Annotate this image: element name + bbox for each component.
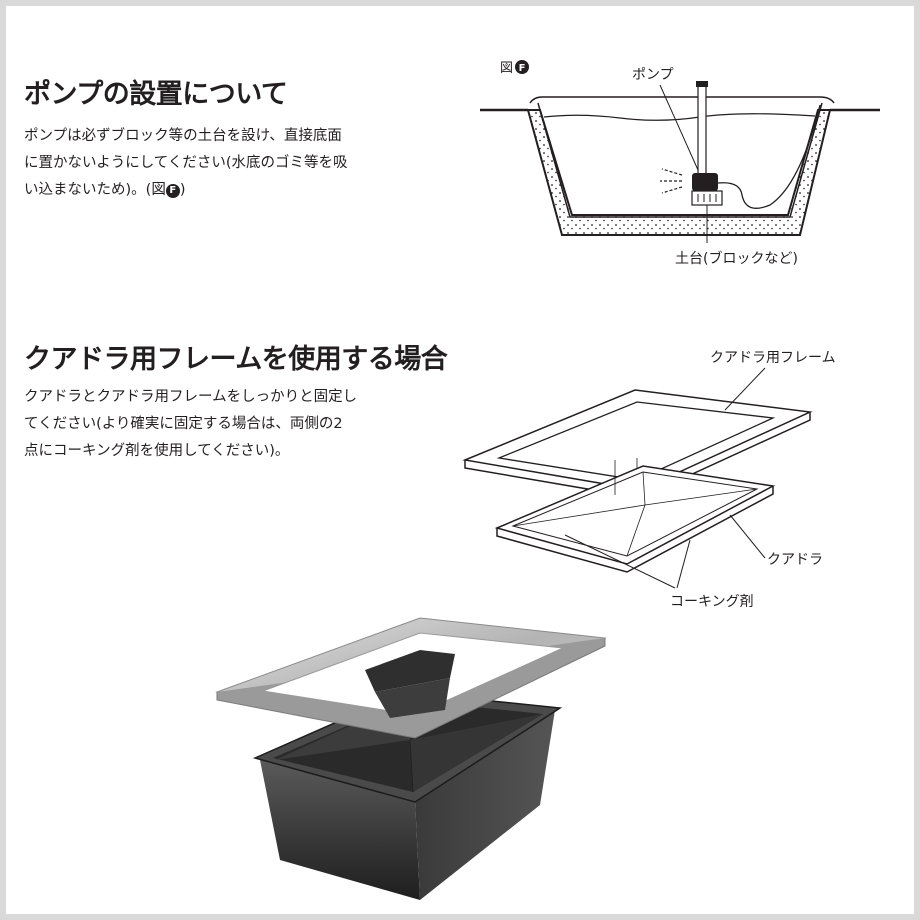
frame-inner-opening — [496, 401, 776, 481]
pond-cross-section-figure: 図 F ポンプ 土台(ブロックなど) — [480, 60, 880, 267]
frame-text-line-1: クアドラとクアドラ用フレームをしっかりと固定し — [24, 389, 358, 405]
pump-nozzle — [696, 81, 708, 87]
spray-3 — [661, 186, 683, 194]
figure-f-badge-inline: F — [165, 184, 180, 198]
quadra-label: クアドラ — [767, 552, 823, 568]
caulking-label: コーキング剤 — [670, 594, 754, 610]
caulking-leader-1 — [564, 534, 676, 589]
pump-section-title: ポンプの設置について — [24, 79, 288, 110]
quadra-label-leader — [729, 514, 766, 559]
quadra-with-frame-photo — [215, 617, 607, 900]
frame-section: クアドラ用フレームを使用する場合 クアドラとクアドラ用フレームをしっかりと固定し… — [24, 337, 448, 465]
tub-left-side — [260, 760, 420, 900]
pump-text-line-3: い込まないため)。(図 — [24, 182, 166, 198]
pump-text-line-2: に置かないようにしてください(水底のゴミ等を吸 — [24, 155, 348, 171]
frame-label-leader — [724, 367, 766, 411]
spray-1 — [661, 168, 683, 176]
frame-exploded-diagram: クアドラ用フレーム クアドラ コーキング剤 — [462, 350, 836, 610]
pond-liner — [537, 102, 823, 218]
pump-leader — [659, 84, 699, 171]
pump-body — [692, 173, 718, 191]
frame-text-line-3: 点にコーキング剤を使用してください)。 — [24, 443, 290, 459]
block-base — [691, 190, 723, 206]
frame-section-title: クアドラ用フレームを使用する場合 — [24, 344, 448, 375]
pump-section-text: ポンプは必ずブロック等の土台を設け、直接底面に置かないようにしてください(水底の… — [24, 123, 348, 204]
pond-rim — [529, 96, 835, 104]
caulking-leader-2 — [676, 539, 691, 589]
tub-opening — [273, 700, 543, 792]
pump-cable — [717, 104, 821, 209]
pond-soil — [526, 109, 832, 236]
pump-section: ポンプの設置について ポンプは必ずブロック等の土台を設け、直接底面に置かないよう… — [24, 72, 348, 204]
pump-text-line-3-suffix: ) — [179, 182, 186, 198]
water-surface — [543, 113, 816, 121]
figure-f-badge-circle — [515, 60, 529, 74]
tub-right-side — [415, 710, 555, 900]
frame-section-text: クアドラとクアドラ用フレームをしっかりと固定してください(より確実に固定する場合… — [24, 384, 447, 465]
figure-f-label: 図 — [500, 61, 513, 76]
base-label: 土台(ブロックなど) — [675, 250, 798, 267]
figure-f-badge-text: F — [519, 63, 526, 74]
pump-label: ポンプ — [632, 67, 674, 83]
frame-label: クアドラ用フレーム — [710, 350, 836, 366]
pump-pipe — [697, 84, 707, 176]
pump-text-line-1: ポンプは必ずブロック等の土台を設け、直接底面 — [24, 128, 342, 144]
frame-text-line-2: てください(より確実に固定する場合は、両側の2 — [24, 416, 343, 432]
